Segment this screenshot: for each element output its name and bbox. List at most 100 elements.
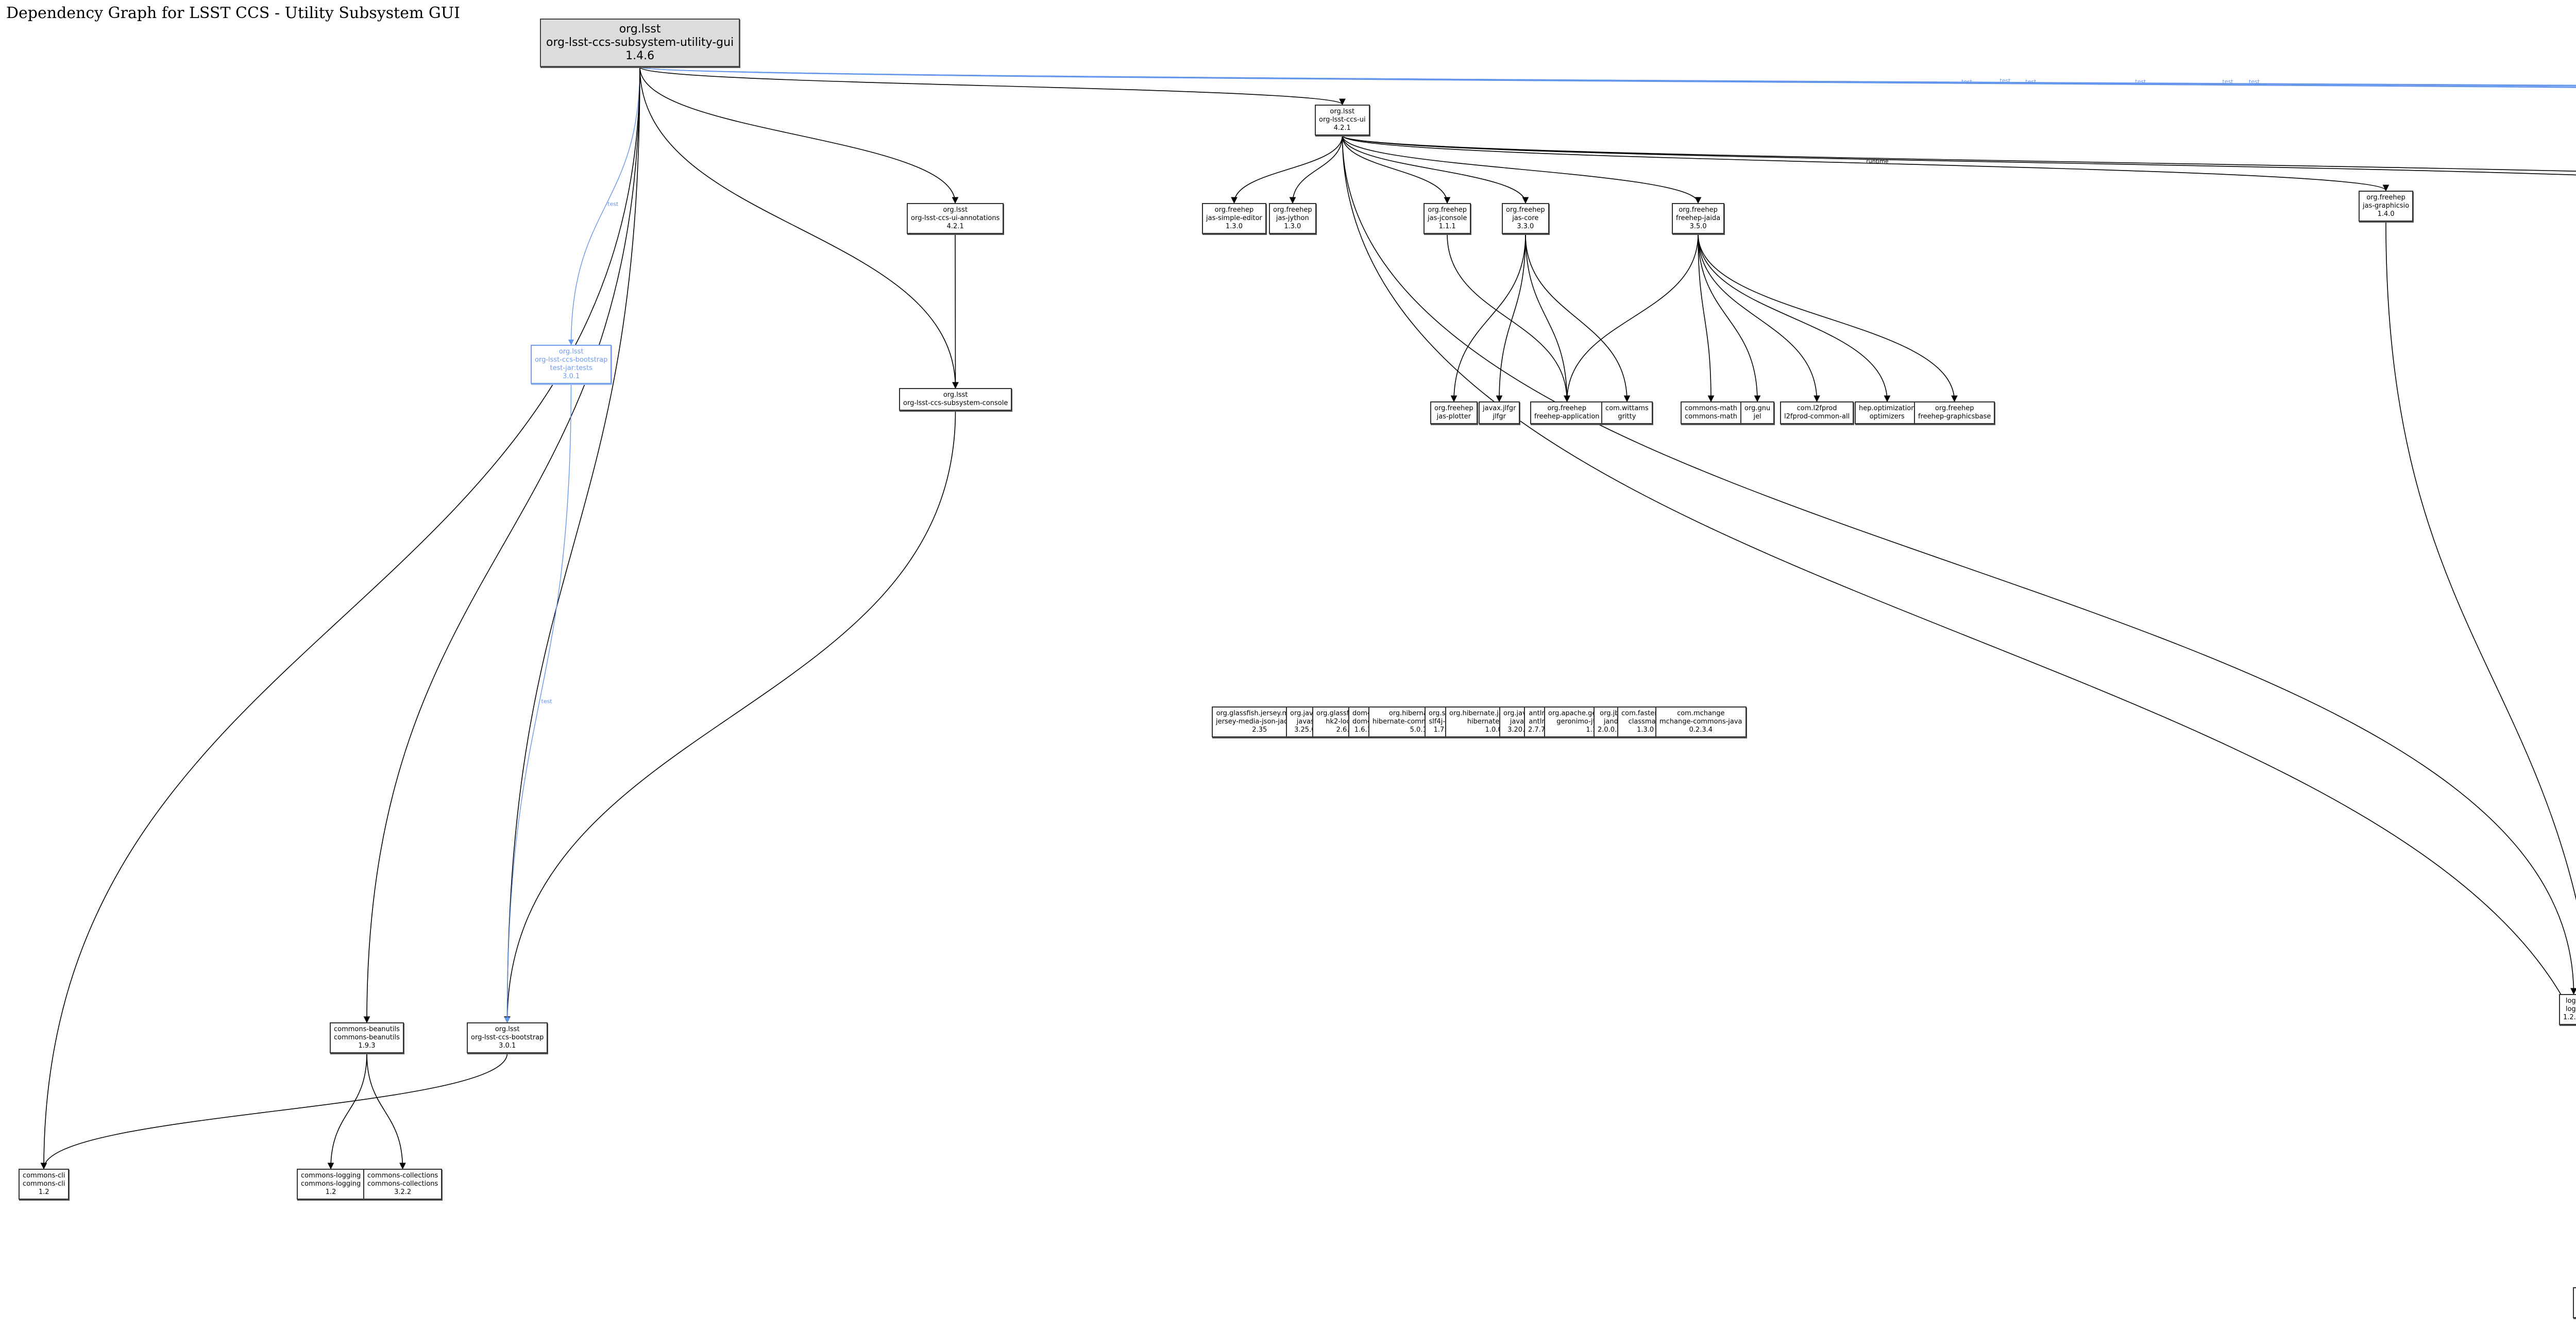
node-artifact: jas-jython (1276, 214, 1309, 222)
node-artifact: jersey-media-json-jackson (1216, 718, 1303, 726)
dependency-edge (1342, 135, 1451, 204)
node-version: 3.5.0 (1689, 223, 1707, 230)
node-classifier: test-jar:tests (550, 364, 592, 372)
node-artifact: optimizers (1869, 413, 1905, 420)
node-artifact: jas-plotter (1436, 413, 1471, 420)
dependency-edge (366, 1053, 406, 1170)
dependency-node[interactable]: org.netbeansopenide-lookup1.9-patched-1.… (2573, 1287, 2576, 1318)
node-version: 3.0.1 (563, 373, 580, 380)
node-artifact: freehep-jaida (1676, 214, 1721, 222)
node-artifact: org-lsst-ccs-bootstrap (471, 1034, 544, 1041)
edge-scope-label: test (2223, 78, 2234, 85)
node-artifact: log4j (2565, 1005, 2576, 1013)
node-artifact: freehep-application (1534, 413, 1600, 420)
dependency-edge (40, 1053, 508, 1170)
dependency-edge (504, 66, 640, 1023)
node-artifact: org-lsst-ccs-subsystem-console (903, 399, 1008, 407)
node-group: commons-math (1685, 405, 1738, 412)
node-version: 1.9.3 (358, 1042, 376, 1050)
node-artifact: commons-logging (301, 1180, 361, 1188)
node-artifact: l2fprod-common-all (1784, 413, 1850, 420)
dependency-edge (1564, 233, 1699, 402)
node-group: org.freehep (1428, 206, 1467, 214)
node-group: dom4j (1352, 710, 1374, 717)
node-group: org.freehep (1547, 405, 1587, 412)
node-artifact: commons-math (1685, 413, 1738, 420)
dependency-edge (1342, 135, 2576, 1024)
node-artifact: freehep-graphicsbase (1918, 413, 1991, 420)
node-artifact: gritty (1618, 413, 1636, 420)
node-group: org.gnu (1744, 405, 1771, 412)
dependency-edge (363, 66, 640, 1023)
node-group: org.freehep (1506, 206, 1545, 214)
node-group: org.lsst (943, 391, 968, 399)
dependency-edge (327, 1053, 367, 1170)
node-version: 3.2.2 (394, 1188, 412, 1196)
node-group: javax.jlfgr (1483, 405, 1516, 412)
node-artifact: jas-core (1512, 214, 1539, 222)
node-artifact: jas-graphicsio (2363, 202, 2410, 210)
node-artifact: commons-cli (23, 1180, 65, 1188)
node-version: 1.1.1 (1438, 223, 1456, 230)
node-artifact: commons-collections (367, 1180, 438, 1188)
dependency-edge (1525, 233, 1631, 402)
node-artifact: org-lsst-ccs-ui-annotations (911, 214, 1000, 222)
node-version: 1.2 (38, 1188, 49, 1196)
dependency-node[interactable]: log4jlog4j1.2.17 (2559, 994, 2576, 1025)
dependency-edge (1342, 135, 1702, 204)
dependency-edge (1698, 233, 1715, 402)
node-group: commons-beanutils (334, 1025, 400, 1033)
dependency-edge (639, 66, 2576, 88)
node-artifact: classmate (1628, 718, 1663, 726)
edge-scope-label: test (2025, 78, 2037, 85)
node-version: 1.3.0 (1637, 726, 1654, 734)
dependency-edge (1342, 135, 1529, 204)
edge-scope-label: test (2135, 78, 2146, 85)
node-group: org.lsst (943, 206, 968, 214)
node-version: 1.4.6 (625, 49, 655, 62)
dependency-edge (2385, 221, 2576, 901)
node-group: org.freehep (1679, 206, 1718, 214)
node-version: 3.3.0 (1517, 223, 1534, 230)
node-artifact: antlr (1529, 718, 1545, 726)
dependency-edge (639, 66, 959, 204)
node-group: com.l2fprod (1797, 405, 1837, 412)
node-version: 1.2.17 (2563, 1014, 2576, 1021)
node-group: commons-collections (367, 1172, 438, 1180)
node-group: com.mchange (1677, 710, 1725, 717)
dependency-edge (1525, 233, 1570, 402)
dependency-edge (1450, 233, 1526, 402)
dependency-edge (1698, 233, 1958, 402)
node-artifact: commons-beanutils (334, 1034, 400, 1041)
node-version: 1.6.1 (1354, 726, 1371, 734)
dependency-edge (1698, 233, 1820, 402)
